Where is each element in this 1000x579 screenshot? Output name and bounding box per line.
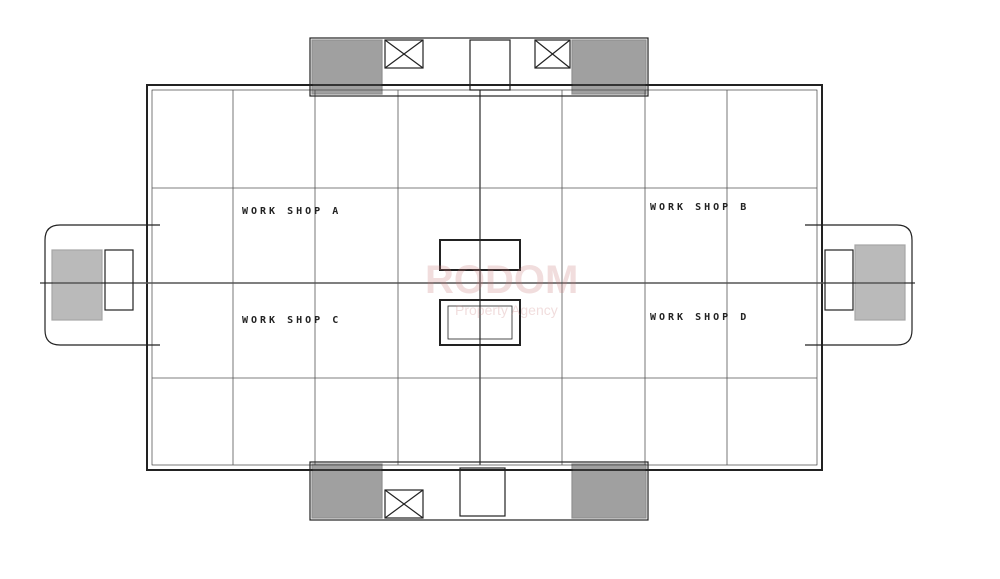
right-core <box>805 224 913 346</box>
top-core <box>309 37 649 97</box>
column-grid <box>40 90 915 465</box>
workshop-d-label: WORK SHOP D <box>650 312 750 323</box>
watermark-subtitle: Property Agency <box>455 302 558 318</box>
main-floor-outline <box>146 84 823 471</box>
bottom-core <box>309 461 649 521</box>
left-core <box>44 224 160 346</box>
watermark-logo: RODOM <box>425 258 579 302</box>
workshop-a-label: WORK SHOP A <box>242 206 342 217</box>
workshop-c-label: WORK SHOP C <box>242 315 342 326</box>
center-core <box>439 239 521 346</box>
workshop-b-label: WORK SHOP B <box>650 202 750 213</box>
